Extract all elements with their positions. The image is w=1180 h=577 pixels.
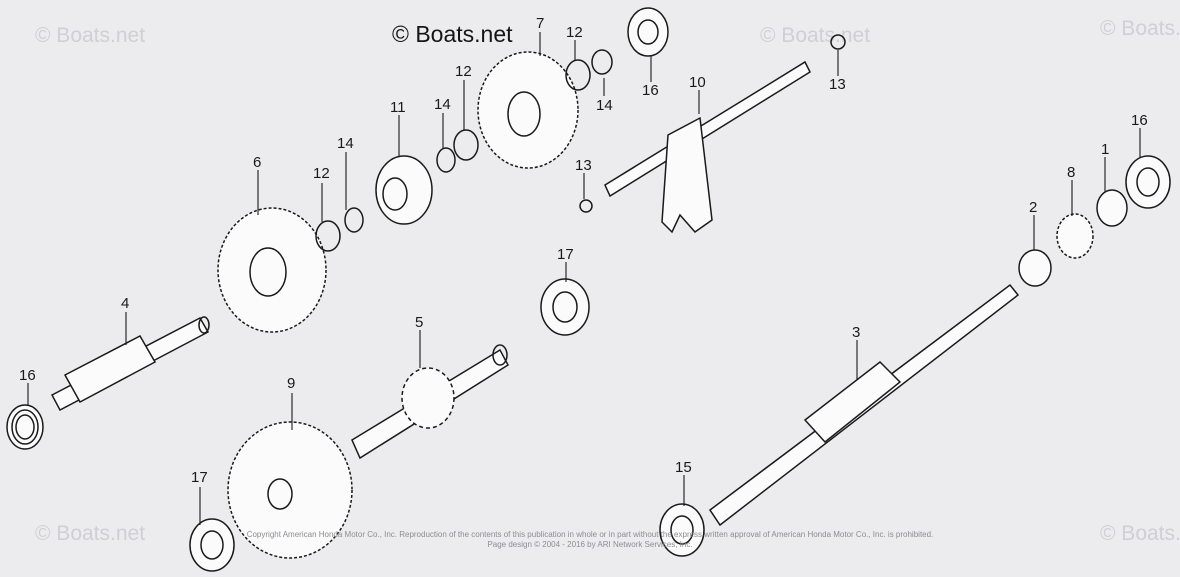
callout-15: 15 <box>675 459 692 476</box>
gear-7 <box>477 51 579 169</box>
hub-11 <box>375 155 433 225</box>
callout-12-mid: 12 <box>455 63 472 80</box>
bearing-15 <box>659 503 705 557</box>
callout-7: 7 <box>536 15 544 32</box>
bearing-16-left <box>6 404 44 450</box>
shift-fork-10 <box>604 60 811 234</box>
callout-14-mid: 14 <box>434 96 451 113</box>
collar-1 <box>1096 189 1128 227</box>
callout-12-left: 12 <box>313 165 330 182</box>
watermark-top-right: © Boats.net <box>1100 17 1180 40</box>
watermark-bottom-left: © Boats.net <box>35 522 145 545</box>
gear-6 <box>217 207 327 333</box>
watermark-bottom-right: © Boats.net <box>1100 522 1180 545</box>
mainshaft-3 <box>708 283 1020 527</box>
callout-16-right: 16 <box>1131 112 1148 129</box>
sprocket-shaft-5 <box>351 344 509 460</box>
callout-10: 10 <box>689 74 706 91</box>
callout-13-mid: 13 <box>575 157 592 174</box>
callout-14-left: 14 <box>337 135 354 152</box>
callout-11: 11 <box>390 99 406 116</box>
footer-line-2: Page design © 2004 - 2016 by ARI Network… <box>487 540 692 549</box>
callout-12-top: 12 <box>566 24 583 41</box>
rings-center <box>315 129 479 252</box>
gear-8 <box>1056 213 1094 259</box>
footer-line-1: Copyright American Honda Motor Co., Inc.… <box>247 530 934 539</box>
watermark-layer: © Boats.net © Boats.net © Boats.net © Bo… <box>35 17 1180 545</box>
callout-13-top: 13 <box>829 76 846 93</box>
watermark-top-center: © Boats.net <box>760 24 870 47</box>
leader-lines <box>27 32 1141 525</box>
callout-2: 2 <box>1029 199 1037 216</box>
rings-top <box>565 49 613 91</box>
callout-4: 4 <box>121 295 129 312</box>
collar-2 <box>1018 249 1052 287</box>
callout-17-bottom: 17 <box>191 469 208 486</box>
callouts: 16 4 6 9 17 5 12 14 11 14 12 7 12 14 16 … <box>19 15 1148 486</box>
callout-5: 5 <box>415 314 423 331</box>
bearing-17-center <box>540 278 590 336</box>
callout-16-left: 16 <box>19 367 36 384</box>
callout-6: 6 <box>253 154 261 171</box>
callout-9: 9 <box>287 375 295 392</box>
bearing-16-top <box>627 7 669 57</box>
callout-14-top: 14 <box>596 97 613 114</box>
footer: Copyright American Honda Motor Co., Inc.… <box>247 530 934 549</box>
watermark-top-left: © Boats.net <box>35 24 145 47</box>
callout-17-center: 17 <box>557 246 574 263</box>
callout-3: 3 <box>852 324 860 341</box>
watermark-main: © Boats.net <box>392 21 513 47</box>
callout-1: 1 <box>1101 141 1109 158</box>
callout-16-top: 16 <box>642 82 659 99</box>
bearing-17-bottom <box>189 518 235 572</box>
bearing-16-right <box>1125 155 1171 209</box>
clips-13 <box>579 34 846 213</box>
countershaft-4 <box>50 316 210 412</box>
callout-8: 8 <box>1067 164 1075 181</box>
gear-9 <box>227 421 353 559</box>
